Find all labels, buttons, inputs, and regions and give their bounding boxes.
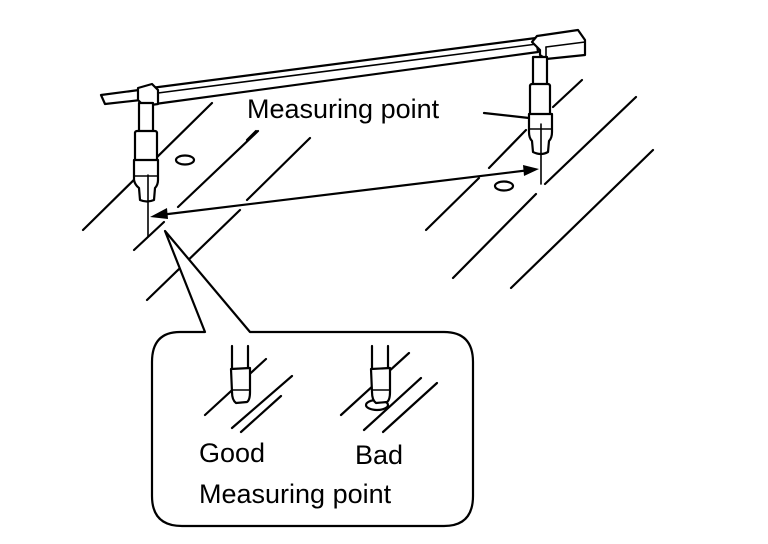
bar-right-block-edge [545,41,586,48]
bar-left-stub [99,88,143,106]
measurement-arrow [150,165,539,219]
surface-line [362,376,423,432]
hole-left [174,154,196,166]
left-probe [132,101,160,238]
surface-line [509,148,655,290]
probe-tip [132,158,160,203]
hole-right [493,180,515,192]
good-label: Good [199,438,266,468]
probe-sleeve [133,129,159,163]
surface-line [239,394,283,434]
arrow-head-left [150,208,168,219]
surface-line [487,128,528,170]
probe-shaft [531,55,549,89]
measuring-point-label: Measuring point [247,94,440,124]
surface-line [245,129,258,142]
surface-line [176,129,260,209]
label-leader-line [482,111,531,120]
callout-outline [150,229,475,528]
probe-shaft [137,101,155,135]
callout-bubble [150,229,475,528]
bar-beam-edge [157,43,538,94]
surface-line [132,220,166,252]
good-example [203,344,294,434]
bar-left-block [136,82,160,108]
probe-tip [229,366,252,405]
gauge-bar [99,28,587,108]
surface-line [424,176,481,232]
bad-label: Bad [355,440,404,470]
right-probe [527,55,554,185]
surface-line [543,95,638,186]
surface-line [551,78,584,109]
bar-right-block [530,28,587,61]
callout-measuring-point-label: Measuring point [199,479,392,509]
probe-sleeve [528,82,552,118]
arrow-shaft [158,168,532,217]
surface-line [230,374,294,430]
surface-lines [81,78,655,302]
arrow-head-right [523,165,539,176]
surface-line [381,381,439,434]
surface-line [451,192,538,280]
surface-line [145,208,242,302]
probe-tip [369,366,392,405]
bad-example [339,344,439,434]
surface-line [245,136,312,202]
